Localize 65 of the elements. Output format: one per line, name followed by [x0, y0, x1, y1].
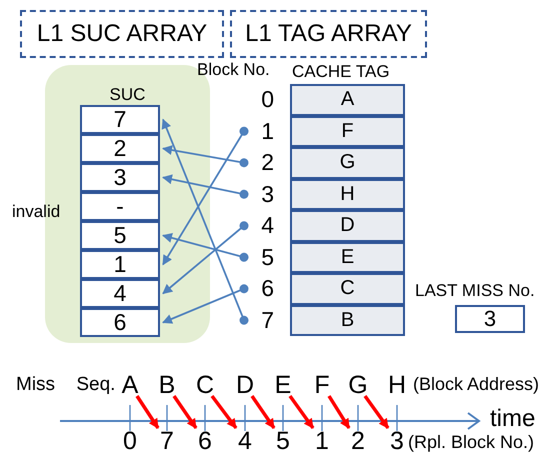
block-address: D: [232, 370, 258, 400]
suc-cell: 4: [80, 279, 160, 308]
block-number: 4: [236, 210, 280, 242]
row-note: (Rpl. Block No.): [408, 432, 534, 453]
suc-cell: -: [80, 192, 160, 221]
suc-cell: 6: [80, 308, 160, 337]
suc-cell: 7: [80, 105, 160, 134]
arrow: [162, 126, 248, 266]
suc-cell: 5: [80, 221, 160, 250]
suc-cell: 1: [80, 250, 160, 279]
replaced-block-number: 3: [384, 426, 410, 456]
column-heading: CACHE TAG: [292, 62, 390, 82]
tag-cell: F: [290, 116, 405, 147]
column-heading: SUC: [108, 85, 146, 105]
row-note: (Block Address): [413, 374, 540, 395]
replaced-block-number: 5: [270, 426, 296, 456]
suc-cell: 3: [80, 163, 160, 192]
block-address: C: [192, 370, 218, 400]
row-heading: Miss Seq.: [16, 374, 116, 396]
replaced-block-number: 1: [309, 426, 335, 456]
array-title-box: L1 SUC ARRAY: [20, 10, 224, 58]
replaced-block-number: 6: [192, 426, 218, 456]
block-number: 6: [236, 273, 280, 304]
replaced-block-number: 0: [117, 426, 143, 456]
tag-cell: A: [290, 84, 405, 116]
tag-cell: H: [290, 178, 405, 210]
suc-cell: 2: [80, 134, 160, 163]
block-address: F: [309, 370, 335, 400]
block-number: 2: [236, 147, 280, 178]
replaced-block-number: 4: [232, 426, 258, 456]
axis-label: time: [490, 405, 536, 433]
replaced-block-number: 7: [154, 426, 180, 456]
tag-cell: E: [290, 242, 405, 273]
arrow: [328, 395, 350, 429]
block-number: 0: [236, 84, 280, 116]
arrow: [210, 394, 238, 430]
arrow: [288, 394, 314, 430]
arrow: [364, 394, 390, 430]
row-note: invalid: [12, 202, 60, 222]
tag-cell: D: [290, 210, 405, 242]
block-number: 1: [236, 116, 280, 147]
tag-cell: G: [290, 147, 405, 178]
tag-cell: B: [290, 304, 405, 336]
block-address: H: [384, 370, 410, 400]
arrow: [162, 145, 248, 168]
box-caption: LAST MISS No.: [415, 281, 535, 301]
column-heading: Block No.: [197, 60, 270, 80]
block-address: B: [154, 370, 180, 400]
block-address: E: [270, 370, 296, 400]
arrow: [136, 395, 160, 429]
tag-cell: C: [290, 273, 405, 304]
replaced-block-number: 2: [345, 426, 371, 456]
arrow: [250, 395, 276, 429]
array-title-box: L1 TAG ARRAY: [230, 10, 427, 58]
arrow: [172, 395, 198, 429]
arrow: [162, 233, 248, 262]
arrow: [162, 284, 248, 324]
block-address: G: [345, 370, 371, 400]
block-number: 3: [236, 178, 280, 210]
block-number: 7: [236, 304, 280, 336]
arrow: [162, 174, 248, 199]
block-number: 5: [236, 242, 280, 273]
arrow: [162, 221, 248, 294]
block-address: A: [117, 370, 143, 400]
arrow: [162, 118, 248, 325]
